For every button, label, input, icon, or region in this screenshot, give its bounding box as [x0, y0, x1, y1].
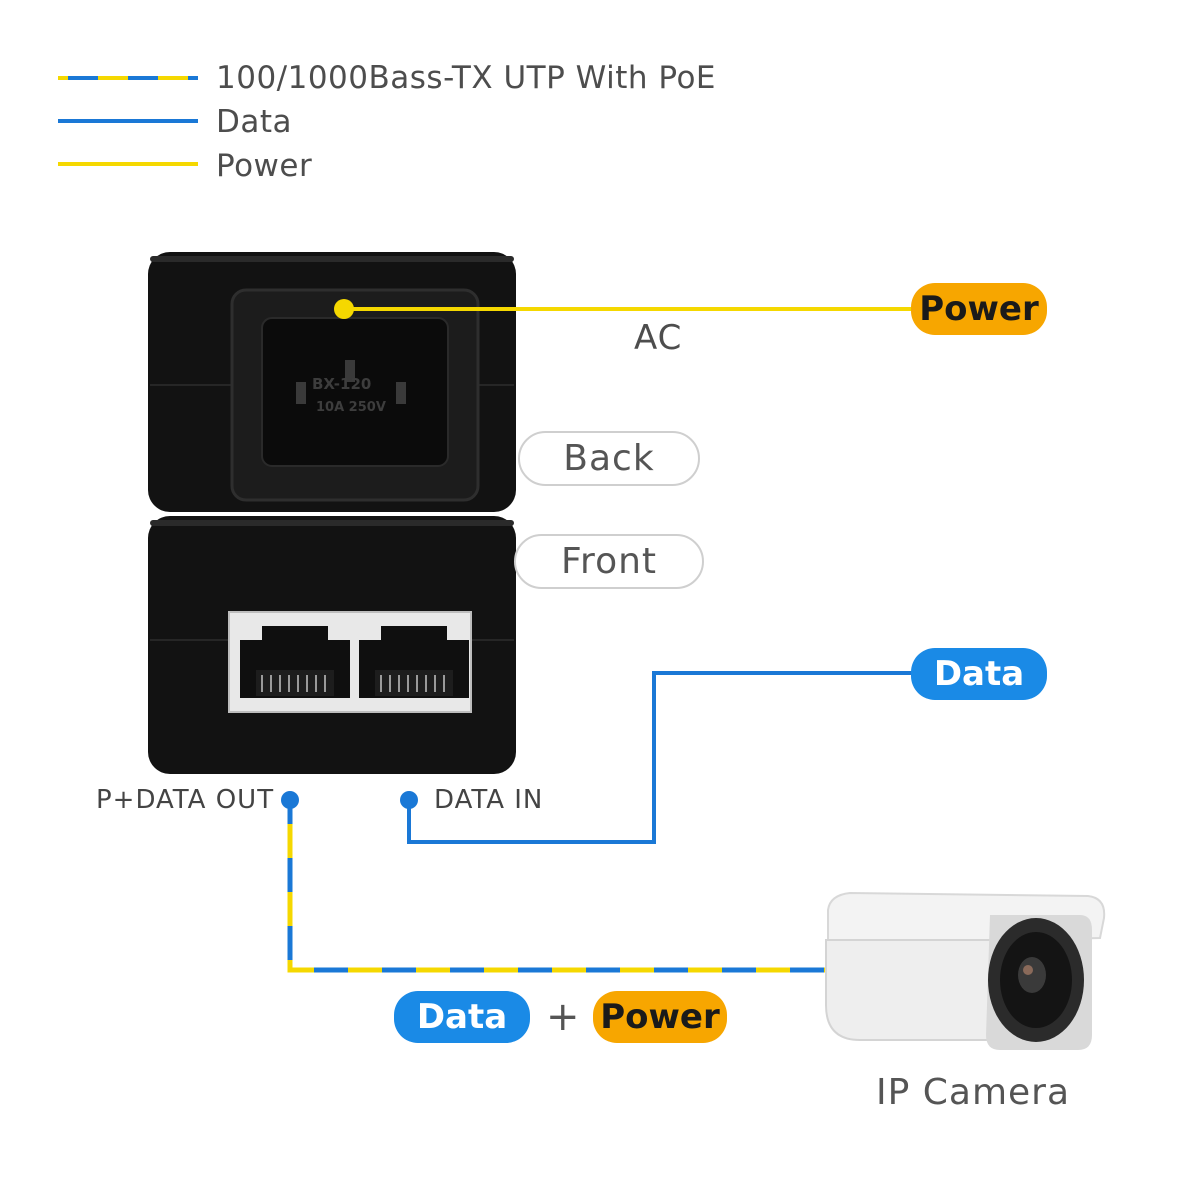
data-in-dot	[400, 791, 418, 809]
inlet-rating-text: 10A 250V	[316, 400, 386, 415]
bottom-power-tag: Power	[593, 991, 727, 1043]
data-tag: Data	[911, 648, 1047, 700]
ac-label: AC	[634, 318, 683, 358]
legend-label-power: Power	[216, 148, 313, 184]
ip-camera-label: IP Camera	[876, 1072, 1071, 1113]
poe-injector-back	[148, 252, 516, 512]
data-in-label: DATA IN	[434, 785, 544, 815]
rj45-port-in	[359, 626, 469, 698]
poe-out-dot	[281, 791, 299, 809]
rj45-port-out	[240, 626, 350, 698]
ip-camera	[825, 891, 1106, 1050]
front-label: Front	[514, 534, 704, 589]
poe-out-line	[287, 800, 830, 973]
legend-label-data: Data	[216, 104, 293, 140]
data-in-line	[407, 671, 930, 844]
legend-label-poe: 100/1000Bass-TX UTP With PoE	[216, 60, 716, 96]
back-label: Back	[518, 431, 700, 486]
inlet-model-text: BX-120	[312, 375, 372, 393]
plus-sign: +	[546, 994, 580, 1040]
bottom-data-tag: Data	[394, 991, 530, 1043]
power-tag: Power	[911, 283, 1047, 335]
ac-connector-dot	[334, 299, 354, 319]
p-data-out-label: P+DATA OUT	[96, 785, 275, 815]
